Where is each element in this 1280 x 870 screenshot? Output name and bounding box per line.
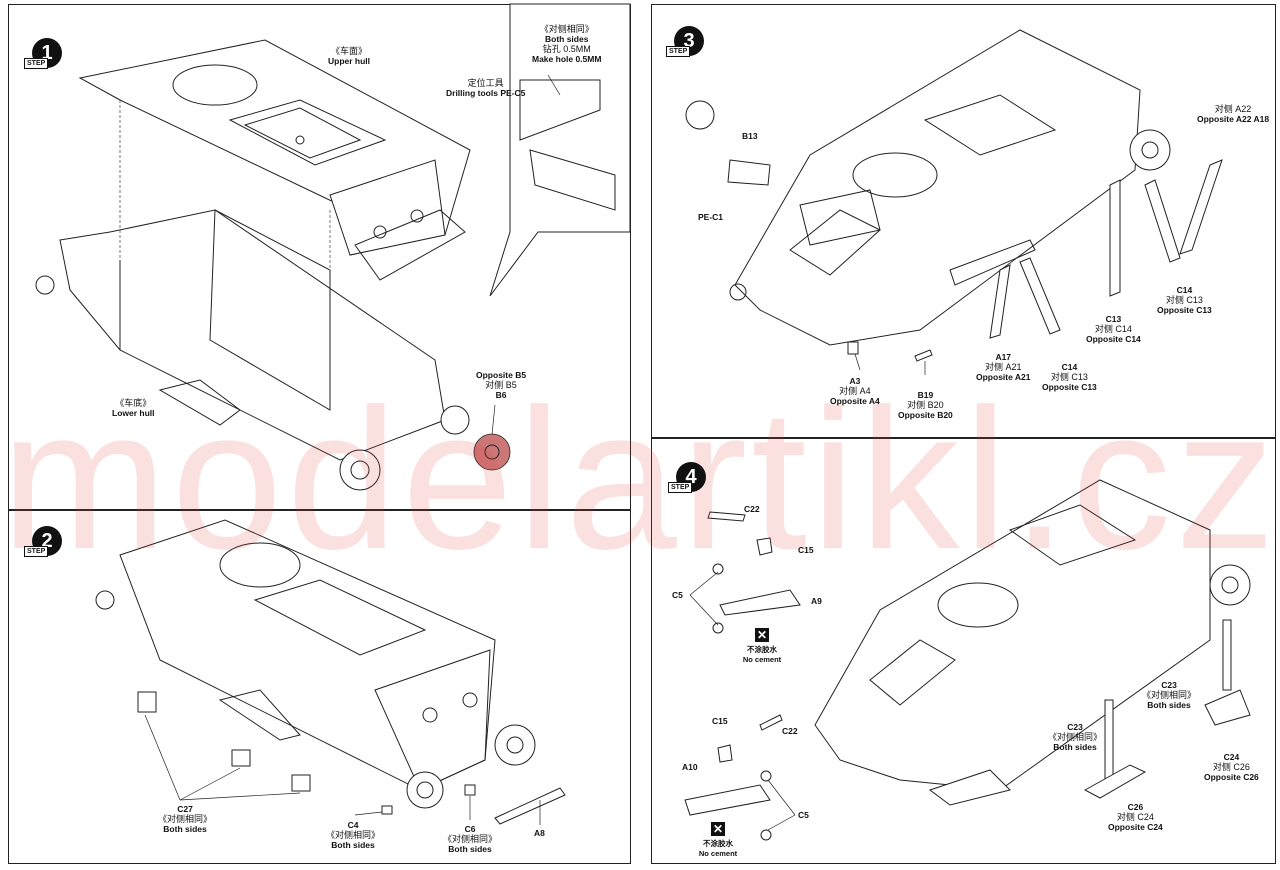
step-word: STEP <box>24 546 49 557</box>
c4-label: C4 《对侧相同》 Both sides <box>326 820 381 850</box>
inset-both-sides-label: 《对侧相同》 Both sides 钻孔 0.5MM Make hole 0.5… <box>532 24 602 64</box>
step1-badge: 1 STEP <box>24 38 70 80</box>
step-word: STEP <box>666 46 691 57</box>
lower-hull-label: 《车底》 Lower hull <box>112 398 155 418</box>
step2-hull-drawing <box>95 519 566 825</box>
a10-label: A10 <box>682 762 698 772</box>
a9-label: A9 <box>811 596 822 606</box>
step4-badge: 4 STEP <box>668 462 714 504</box>
c15-top-label: C15 <box>798 545 814 555</box>
no-cement-icon: ✕ <box>755 628 769 642</box>
c6-label: C6 《对侧相同》 Both sides <box>443 824 498 854</box>
step4-hull-drawing <box>684 479 1251 841</box>
c5-top-label: C5 <box>672 590 683 600</box>
lower-hull-drawing <box>35 100 511 491</box>
step3-hull-drawing <box>685 29 1223 375</box>
step3-badge: 3 STEP <box>666 26 712 68</box>
drilling-tools-label: 定位工具 Drilling tools PE-C5 <box>446 78 526 98</box>
c13-label: C13 对侧 C14 Opposite C14 <box>1086 314 1141 344</box>
c22-bottom-label: C22 <box>782 726 798 736</box>
b19-label: B19 对侧 B20 Opposite B20 <box>898 390 953 420</box>
c22-top-label: C22 <box>744 504 760 514</box>
no-cement-note-top: ✕ 不涂胶水 No cement <box>742 628 782 664</box>
c14-upper-label: C14 对侧 C13 Opposite C13 <box>1157 285 1212 315</box>
a8-label: A8 <box>534 828 545 838</box>
b6-label: Opposite B5 对侧 B5 B6 <box>476 370 527 400</box>
c27-label: C27 《对侧相同》 Both sides <box>158 804 213 834</box>
no-cement-note-bottom: ✕ 不涂胶水 No cement <box>698 822 738 858</box>
step-word: STEP <box>24 58 49 69</box>
c24-label: C24 对侧 C26 Opposite C26 <box>1204 752 1259 782</box>
step2-badge: 2 STEP <box>24 526 70 568</box>
drilling-inset <box>489 3 631 297</box>
no-cement-icon: ✕ <box>711 822 725 836</box>
c15-bottom-label: C15 <box>712 716 728 726</box>
c23-left-label: C23 《对侧相同》 Both sides <box>1048 722 1103 752</box>
a18-label: 对侧 A22 Opposite A22 A18 <box>1197 104 1270 124</box>
c14-lower-label: C14 对侧 C13 Opposite C13 <box>1042 362 1097 392</box>
a17-label: A17 对侧 A21 Opposite A21 <box>976 352 1031 382</box>
a3-label: A3 对侧 A4 Opposite A4 <box>830 376 880 406</box>
upper-hull-drawing <box>78 39 471 281</box>
c26-label: C26 对侧 C24 Opposite C24 <box>1108 802 1163 832</box>
upper-hull-label: 《车面》 Upper hull <box>328 46 371 66</box>
step-word: STEP <box>668 482 693 493</box>
b13-label: B13 <box>742 131 758 141</box>
pec1-label: PE-C1 <box>698 212 724 222</box>
c5-bottom-label: C5 <box>798 810 809 820</box>
c23-right-label: C23 《对侧相同》 Both sides <box>1142 680 1197 710</box>
